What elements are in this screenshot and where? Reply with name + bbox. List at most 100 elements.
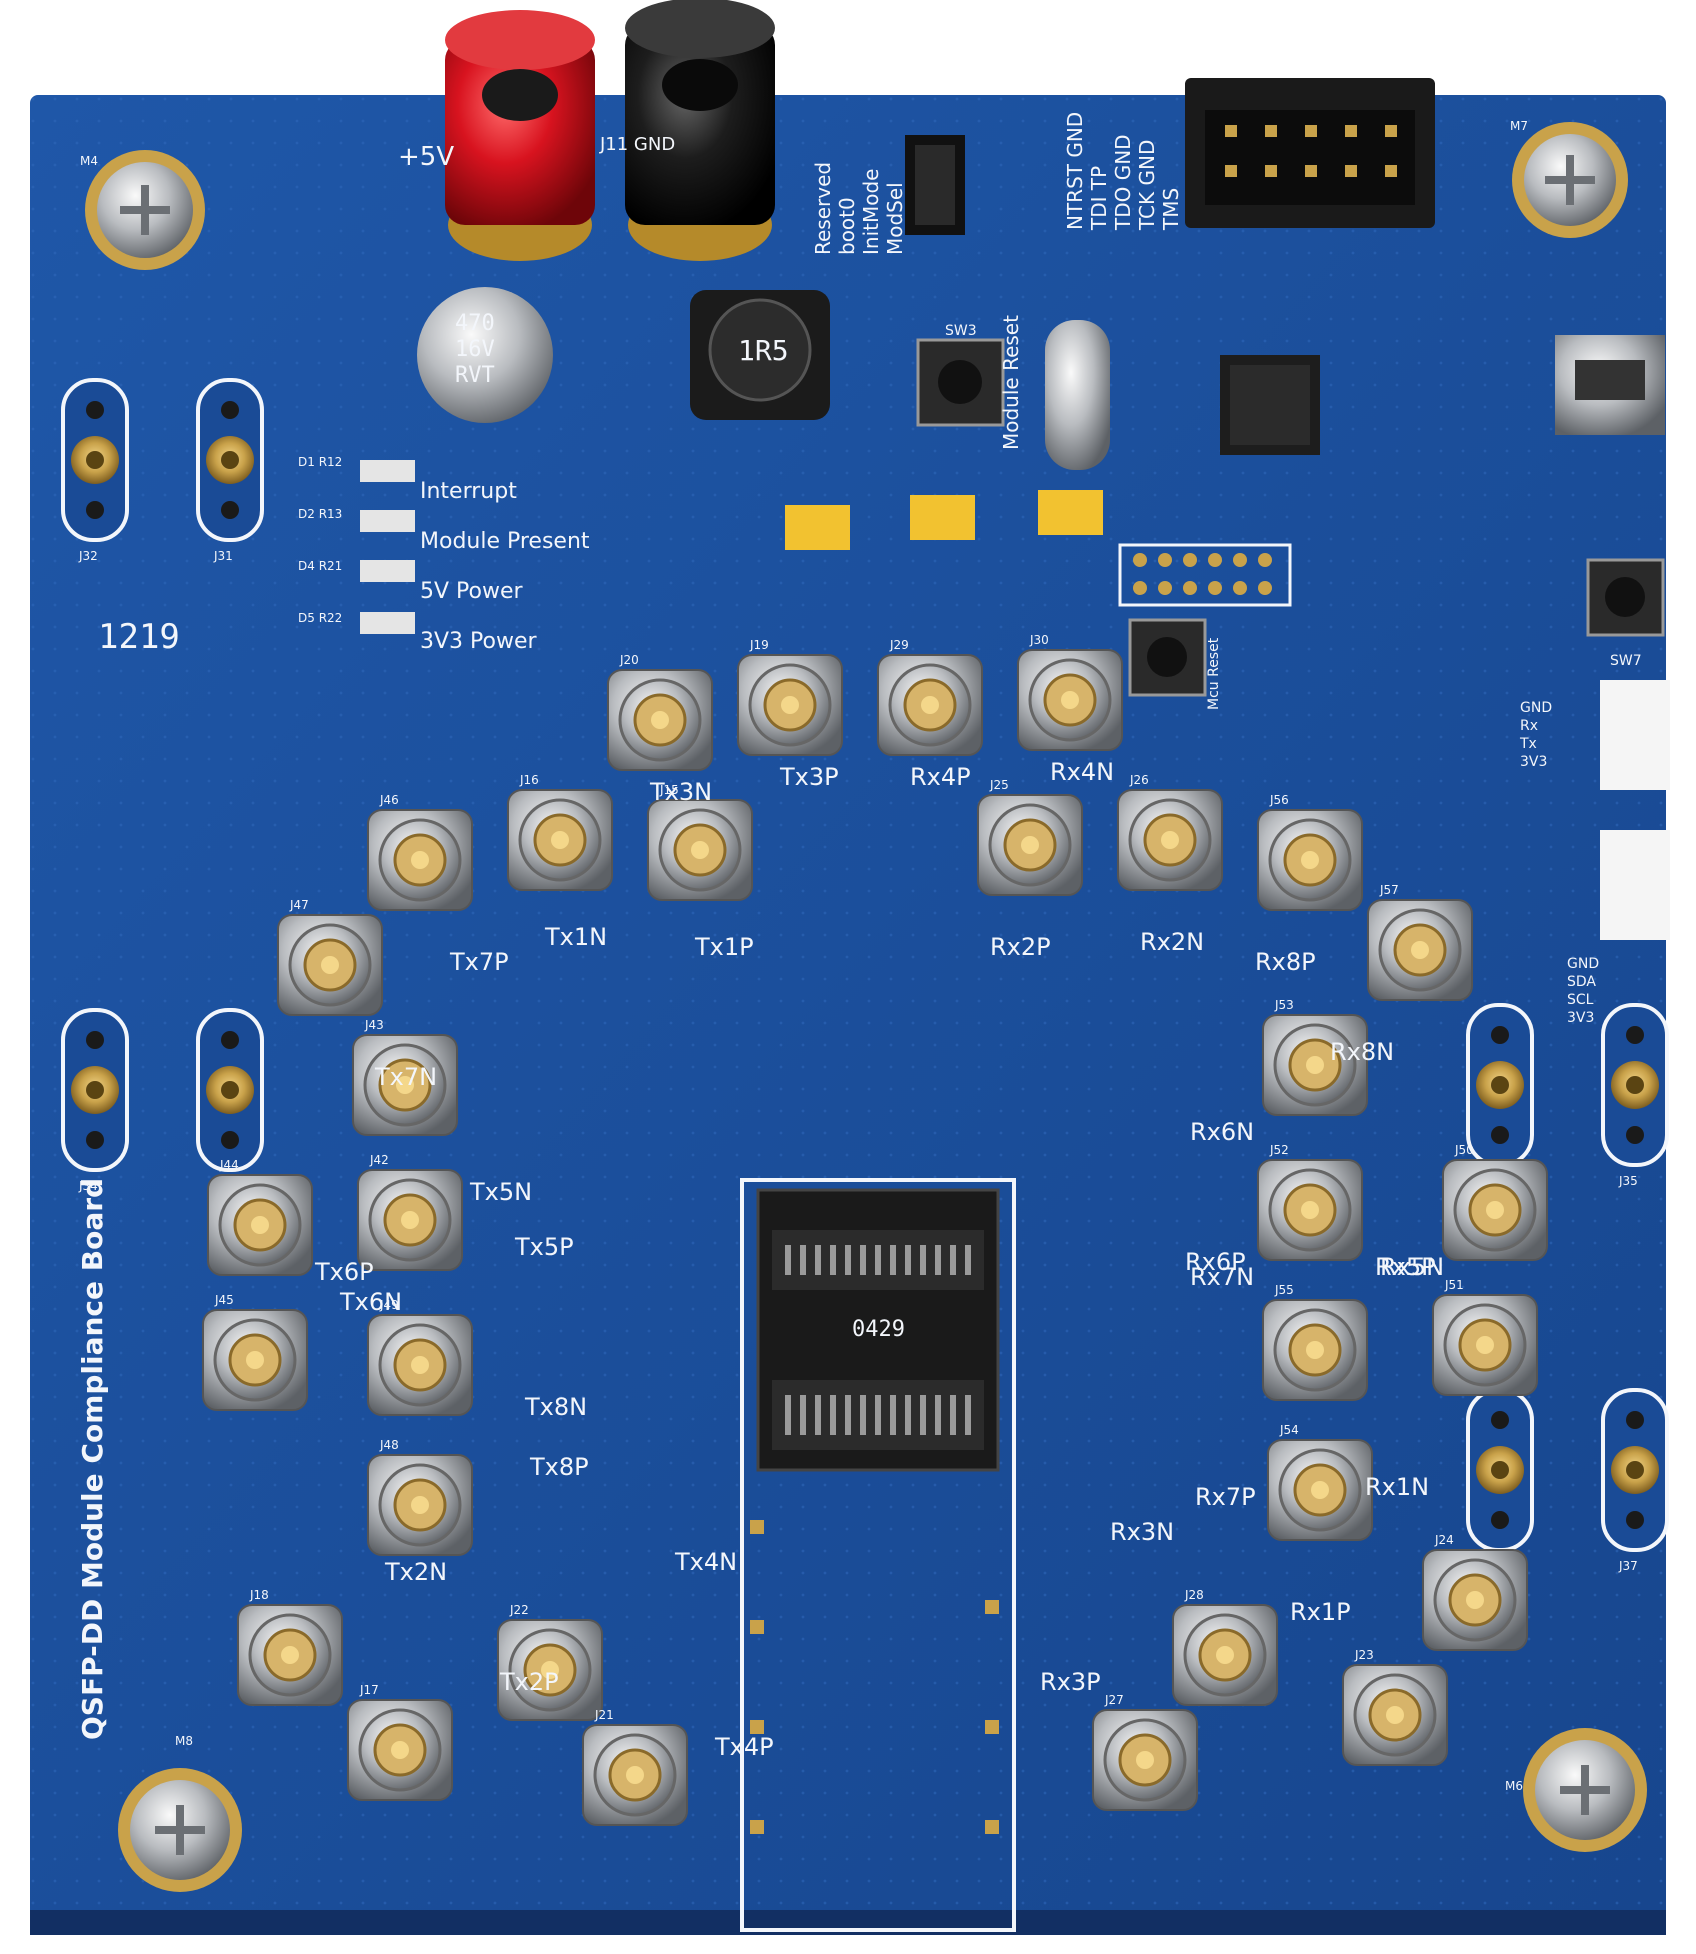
svg-text:TDO GND: TDO GND: [1111, 134, 1135, 231]
sma-ref: J22: [509, 1603, 529, 1617]
sma-ref: J30: [1029, 633, 1049, 647]
sma-ref: J28: [1184, 1588, 1204, 1602]
sma-label: Tx6P: [314, 1258, 374, 1286]
sma-connector-rx3p[interactable]: [1092, 1709, 1198, 1811]
mcu-reset-button[interactable]: [1128, 618, 1207, 697]
sma-connector-rx6p[interactable]: [1257, 1159, 1363, 1261]
sma-label: Rx3N: [1110, 1518, 1174, 1546]
sma-connector-tx7p[interactable]: [367, 809, 473, 911]
sma-connector-rx3n[interactable]: [1172, 1604, 1278, 1706]
svg-text:Rx: Rx: [1520, 718, 1538, 734]
sma-connector-rx6n[interactable]: [1262, 1014, 1368, 1116]
i2c-labels: GND SDA SCL 3V3: [1567, 956, 1599, 1026]
led-label-3v3-power: 3V3 Power: [420, 629, 538, 654]
sma-ref: J45: [214, 1293, 234, 1307]
sma-label: Rx4P: [910, 763, 971, 791]
mount-ref: M4: [80, 154, 98, 168]
sma-connector-tx6p[interactable]: [207, 1174, 313, 1276]
svg-text:TCK GND: TCK GND: [1135, 140, 1159, 231]
sma-ref: J23: [1354, 1648, 1374, 1662]
mcu-reset-label: Mcu Reset: [1206, 637, 1222, 710]
sma-ref: J50: [1454, 1143, 1474, 1157]
sma-connector-rx7p[interactable]: [1267, 1439, 1373, 1541]
qsfp-dd-cage: [740, 1178, 1016, 1932]
jtag-header: [1185, 78, 1435, 228]
sma-connector-rx5n[interactable]: [1432, 1294, 1538, 1396]
sma-connector-rx1n[interactable]: [1422, 1549, 1528, 1651]
sma-connector-rx7n[interactable]: [1262, 1299, 1368, 1401]
svg-text:SDA: SDA: [1567, 974, 1596, 990]
sw7-button[interactable]: [1586, 558, 1665, 637]
sma-connector-rx8n[interactable]: [1367, 899, 1473, 1001]
dip-labels: Reserved boot0 InitMode ModSel: [811, 162, 907, 255]
sw7-label: SW7: [1610, 653, 1642, 669]
status-leds: [360, 460, 415, 634]
pin-header: [1118, 543, 1292, 607]
board-id-mark: 1219: [98, 617, 180, 657]
sma-ref: J16: [519, 773, 539, 787]
sma-label: Tx4N: [674, 1548, 737, 1576]
svg-text:InitMode: InitMode: [859, 169, 883, 255]
sma-connector-rx8p[interactable]: [1257, 809, 1363, 911]
pad-ref: J35: [1618, 1174, 1638, 1188]
sma-label: Rx1P: [1290, 1598, 1351, 1626]
svg-text:Module Reset: Module Reset: [999, 315, 1023, 450]
sma-connector-tx7n[interactable]: [277, 914, 383, 1016]
sma-connector-tx4p[interactable]: [582, 1724, 688, 1826]
sma-connector-rx1p[interactable]: [1342, 1664, 1448, 1766]
sma-ref: J56: [1269, 793, 1289, 807]
sma-connector-tx3n[interactable]: [607, 669, 713, 771]
sma-connector-tx3p[interactable]: [737, 654, 843, 756]
svg-text:GND: GND: [1520, 700, 1552, 716]
jtag-labels: NTRST GND TDI TP TDO GND TCK GND TMS: [1063, 112, 1183, 231]
sma-ref: J15: [659, 783, 679, 797]
sma-ref: J26: [1129, 773, 1149, 787]
sma-connector-rx4p[interactable]: [877, 654, 983, 756]
module-reset-button[interactable]: [916, 338, 1005, 427]
pad-ref: J32: [78, 549, 98, 563]
sma-label: Tx2N: [384, 1558, 447, 1586]
power-posts: [445, 0, 775, 261]
sma-ref: J46: [379, 793, 399, 807]
sma-connector-tx8p[interactable]: [367, 1454, 473, 1556]
sma-label: Tx1N: [544, 923, 607, 951]
sma-connector-tx4n[interactable]: [497, 1619, 603, 1721]
pad-ref: J34: [78, 1179, 98, 1193]
sw3-label: SW3: [945, 323, 977, 339]
sma-connector-tx2n[interactable]: [237, 1604, 343, 1706]
sma-label: Rx8N: [1330, 1038, 1394, 1066]
sma-ref: J19: [749, 638, 769, 652]
gold-pad-j31: [196, 378, 264, 542]
sma-connector-tx5p[interactable]: [357, 1169, 463, 1271]
sma-connector-tx1p[interactable]: [647, 799, 753, 901]
sma-connector-tx5n[interactable]: [352, 1034, 458, 1136]
sma-label: Tx8N: [524, 1393, 587, 1421]
svg-text:GND: GND: [1567, 956, 1599, 972]
power-inductor: 1R5: [690, 290, 830, 420]
svg-text:NTRST GND: NTRST GND: [1063, 112, 1087, 230]
sma-label: Rx6P: [1185, 1248, 1246, 1276]
svg-text:boot0: boot0: [835, 197, 859, 255]
led-label-module-present: Module Present: [420, 529, 590, 554]
sma-label: Rx7P: [1195, 1483, 1256, 1511]
svg-text:TMS: TMS: [1159, 188, 1183, 231]
svg-text:16V: 16V: [455, 337, 495, 362]
sma-connector-tx1n[interactable]: [507, 789, 613, 891]
sma-connector-rx2n[interactable]: [1117, 789, 1223, 891]
sma-label: Rx5P: [1375, 1253, 1436, 1281]
sma-ref: J52: [1269, 1143, 1289, 1157]
sma-connector-tx8n[interactable]: [367, 1314, 473, 1416]
sma-connector-rx5p[interactable]: [1442, 1159, 1548, 1261]
yellow-jumpers[interactable]: [785, 490, 1103, 550]
sma-connector-tx6n[interactable]: [202, 1309, 308, 1411]
sma-connector-tx2p[interactable]: [347, 1699, 453, 1801]
sma-ref: J17: [359, 1683, 379, 1697]
sma-connectors[interactable]: [202, 649, 1548, 1826]
gold-pads: [61, 378, 1669, 1552]
sma-label: Tx3P: [779, 763, 839, 791]
sma-connector-rx4n[interactable]: [1017, 649, 1123, 751]
sma-connector-rx2p[interactable]: [977, 794, 1083, 896]
sma-ref: J54: [1279, 1423, 1299, 1437]
led-label-interrupt: Interrupt: [420, 479, 517, 504]
